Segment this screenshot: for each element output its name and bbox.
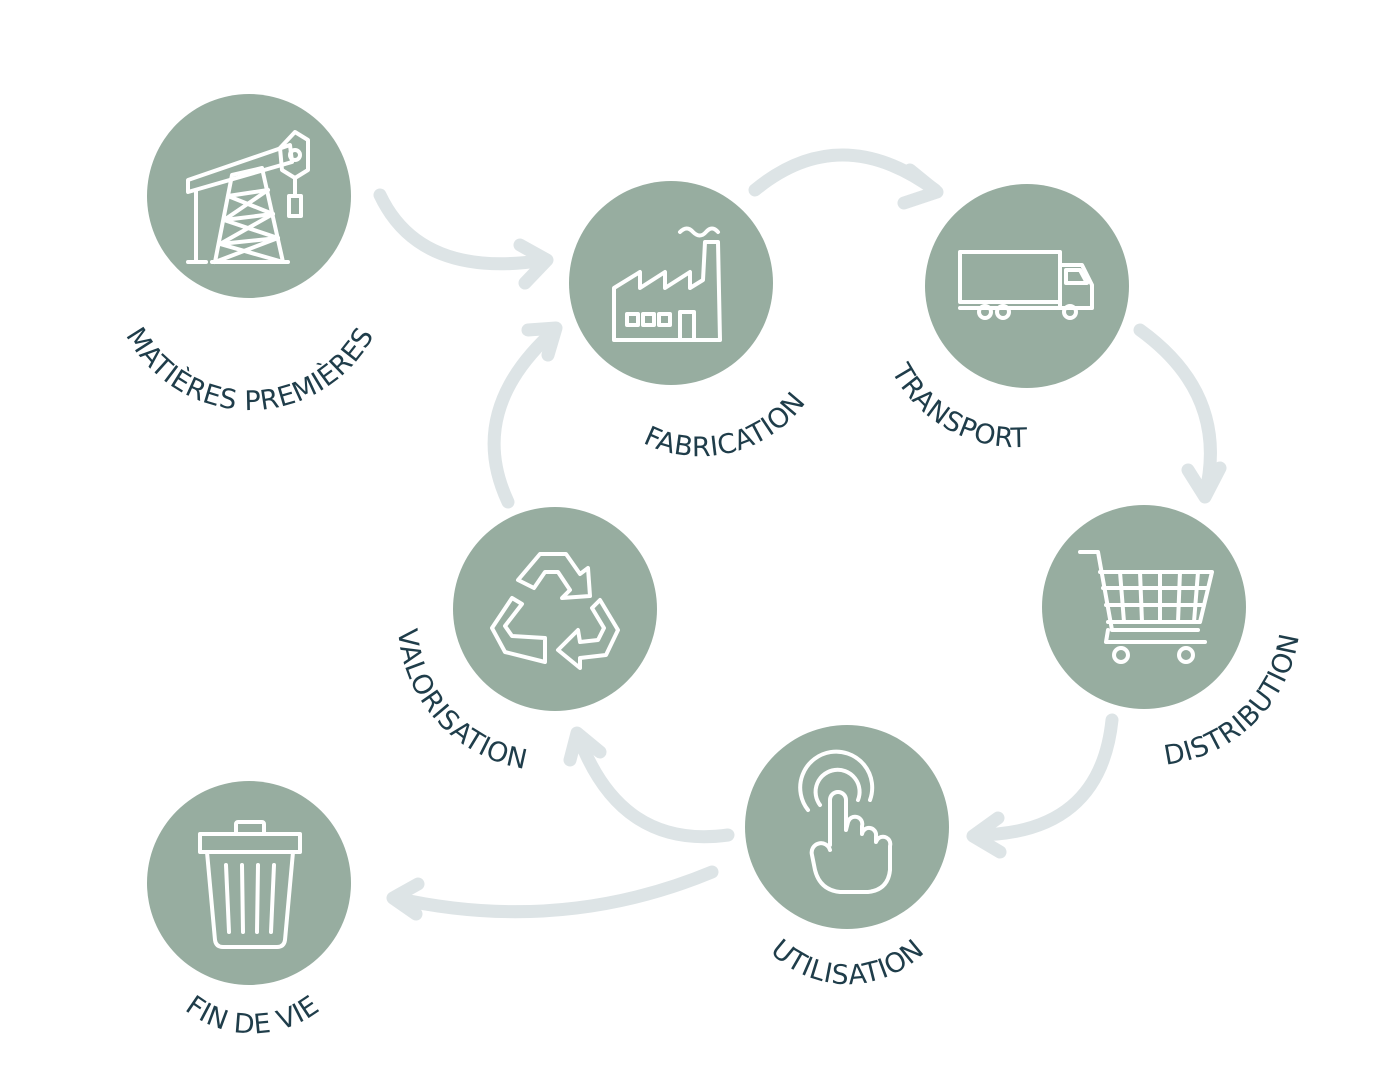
- stage-label: FIN DE VIE: [180, 990, 325, 1041]
- stage-fabrication: FABRICATION: [569, 181, 812, 463]
- stage-valorisation: VALORISATION: [391, 507, 657, 776]
- truck-icon: [958, 250, 1094, 320]
- stage-circle: [147, 94, 351, 298]
- stage-circle: [147, 781, 351, 985]
- arrow-matieres-to-fabrication: [373, 188, 554, 290]
- stage-label: FABRICATION: [640, 386, 812, 463]
- recycle-icon: [490, 552, 620, 670]
- stage-label: MATIÈRES PREMIÈRES: [119, 322, 380, 417]
- arrow-utilisation-to-valorisation: [563, 726, 735, 844]
- trash-bin-icon: [198, 820, 302, 949]
- stage-transport: TRANSPORT: [885, 184, 1129, 454]
- arrow-distribution-to-utilisation: [966, 713, 1119, 859]
- stage-distribution: DISTRIBUTION: [1042, 505, 1305, 772]
- oil-pump-crane-icon: [186, 130, 310, 264]
- shopping-cart-icon: [1078, 550, 1214, 664]
- stage-circle: [925, 184, 1129, 388]
- stage-fin-de-vie: FIN DE VIE: [147, 781, 351, 1041]
- arrow-utilisation-to-findevie: [386, 865, 719, 921]
- stage-circle: [453, 507, 657, 711]
- factory-icon: [612, 226, 722, 342]
- flow-arrows: [373, 148, 1227, 921]
- stage-label: UTILISATION: [765, 934, 930, 992]
- stage-utilisation: UTILISATION: [745, 725, 949, 991]
- arrow-valorisation-to-fabrication: [487, 321, 563, 509]
- touch-finger-icon: [798, 749, 893, 894]
- stage-matieres-premieres: MATIÈRES PREMIÈRES: [119, 94, 380, 417]
- arrow-transport-to-distribution: [1133, 323, 1227, 504]
- arrow-fabrication-to-transport: [748, 148, 944, 210]
